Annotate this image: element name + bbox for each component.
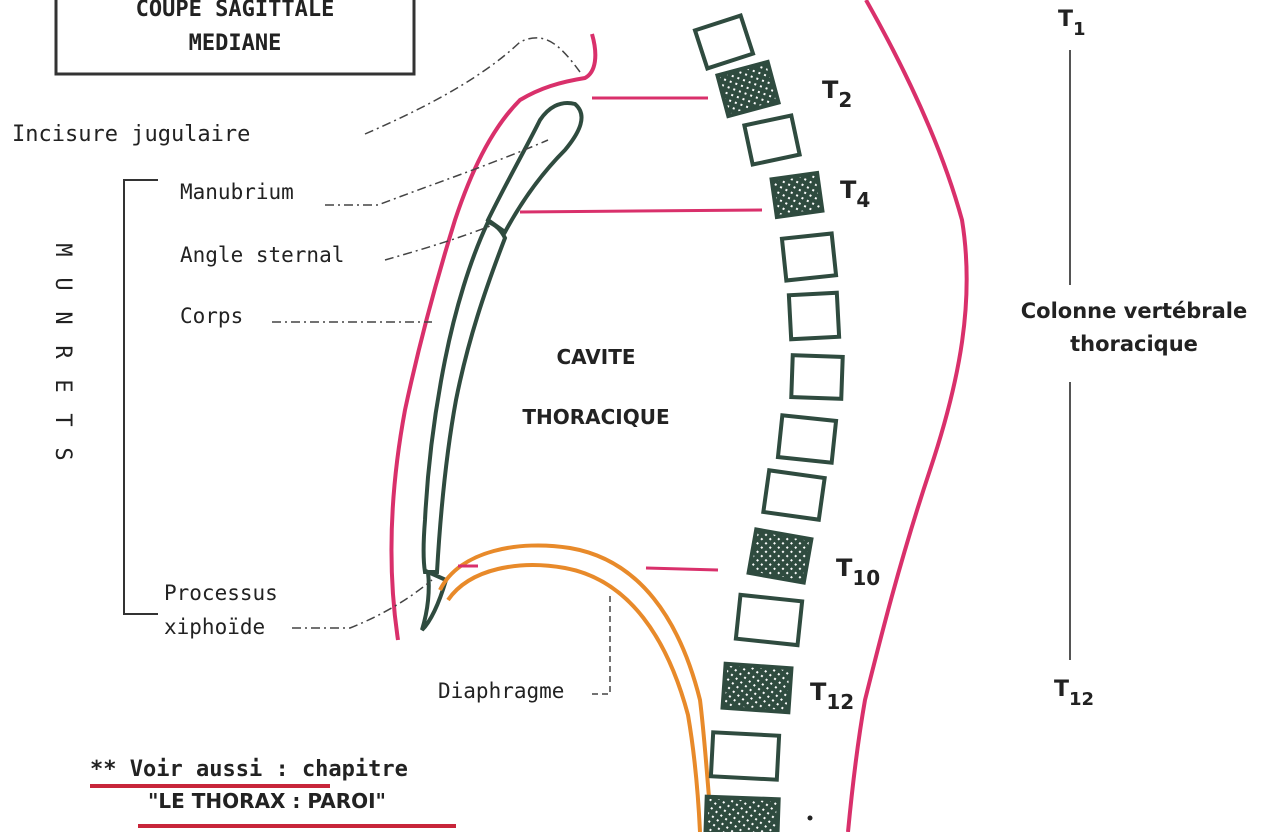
sternal-body-shape (424, 222, 506, 572)
title-box: COUPE SAGITTALE MEDIANE (56, 0, 414, 74)
sternum-letter-7: S (50, 447, 75, 460)
sternum-vertical-label: M U N R E T S (50, 243, 75, 460)
vertebral-column (695, 16, 843, 832)
vertebra-l2 (705, 797, 778, 832)
vertebra-t1 (695, 16, 753, 69)
sternum-letter-6: T (50, 413, 75, 426)
label-diaphragme: Diaphragme (438, 679, 564, 703)
sternum-letter-5: E (50, 379, 75, 392)
vertebra-t12 (723, 664, 792, 712)
mark-dot (808, 816, 813, 821)
t2-label: T2 (822, 76, 852, 112)
posterior-body-outline (848, 0, 967, 832)
vertebra-t9 (763, 470, 824, 519)
vertebra-level-labels: T2 T4 T10 T12 (810, 76, 880, 714)
sternum-letter-1: M (50, 243, 75, 256)
sternum-letter-2: U (50, 277, 75, 290)
t4-label: T4 (840, 176, 870, 212)
t1-right-label: T1 (1058, 7, 1086, 40)
vertebra-t5 (782, 234, 836, 281)
vertebra-t8 (778, 415, 836, 462)
title-line-2: MEDIANE (189, 31, 282, 56)
label-manubrium: Manubrium (180, 180, 294, 204)
t10-label: T10 (836, 554, 880, 590)
sternum-letter-4: R (50, 345, 75, 359)
label-corps: Corps (180, 304, 243, 328)
label-angle-sternal: Angle sternal (180, 243, 344, 267)
vertebra-t2 (717, 62, 778, 116)
title-line-1: COUPE SAGITTALE (136, 0, 335, 22)
leader-lines (272, 38, 580, 628)
sternum-letter-3: N (50, 311, 75, 324)
vertebra-t7 (791, 355, 842, 399)
label-processus: Processus (164, 581, 278, 605)
see-also-note: ** Voir aussi : chapitre "LE THORAX : PA… (90, 757, 456, 826)
vertebra-t11 (736, 595, 802, 645)
level-lines (458, 98, 762, 570)
vertebra-t10 (749, 529, 812, 582)
vertebra-l1 (711, 732, 779, 779)
xiphoid-shape (422, 572, 446, 630)
note-line-2: "LE THORAX : PAROI" (148, 789, 386, 813)
vertebra-t3 (744, 115, 799, 164)
spine-range: T1 Colonne vertébrale thoracique T12 (1021, 7, 1248, 710)
spine-label-line-1: Colonne vertébrale (1021, 299, 1248, 323)
spine-label-line-2: thoracique (1070, 332, 1198, 356)
label-incisure-jugulaire: Incisure jugulaire (12, 122, 250, 147)
t12-label: T12 (810, 678, 854, 714)
sternum-bracket (124, 180, 158, 614)
cavity-label-line-2: THORACIQUE (522, 405, 669, 429)
label-xiphoide: xiphoïde (164, 615, 265, 639)
t12-right-label: T12 (1054, 677, 1094, 710)
note-line-1: ** Voir aussi : chapitre (90, 757, 408, 782)
vertebra-t6 (789, 293, 839, 339)
cavity-label-line-1: CAVITE (556, 345, 635, 369)
diaphragm-leader (592, 596, 610, 694)
vertebra-t4 (772, 173, 823, 217)
